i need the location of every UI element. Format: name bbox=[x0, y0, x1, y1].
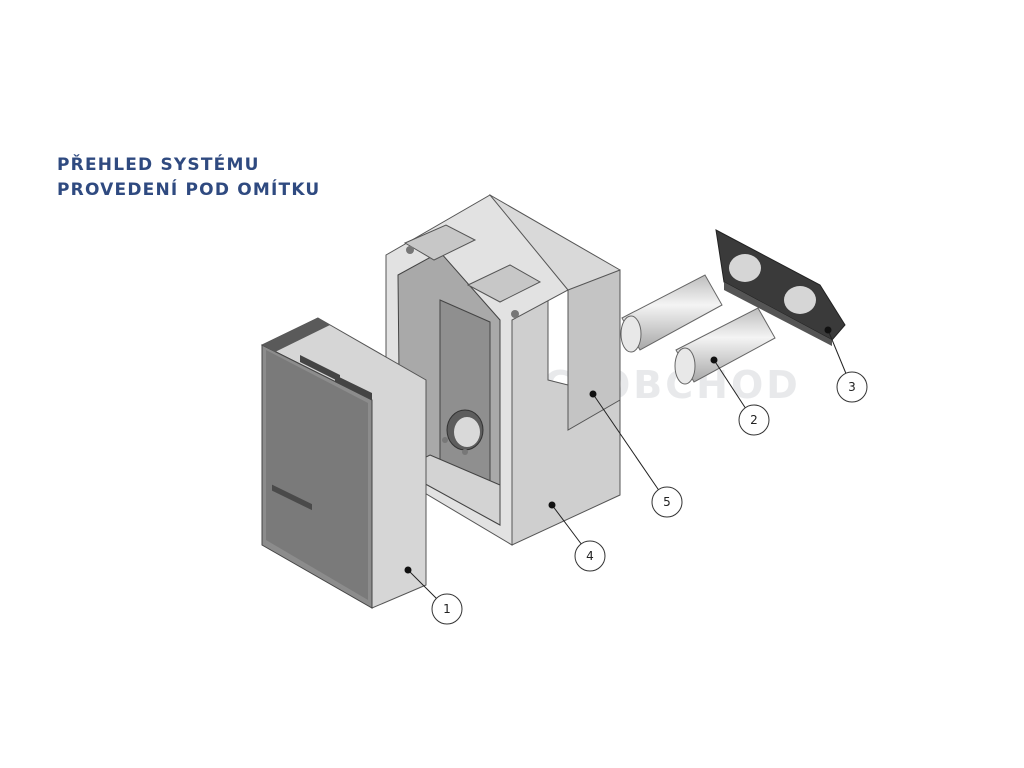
callout-3: 3 bbox=[824, 326, 868, 403]
callout-label-4: 4 bbox=[586, 549, 594, 563]
title-block: PŘEHLED SYSTÉMU PROVEDENÍ POD OMÍTKU bbox=[57, 153, 320, 203]
callouts: 1 2 3 4 5 bbox=[404, 326, 868, 625]
housing-box bbox=[385, 193, 621, 546]
title-line-1: PŘEHLED SYSTÉMU bbox=[57, 155, 260, 175]
callout-4: 4 bbox=[548, 501, 606, 572]
duct-tubes bbox=[620, 274, 776, 385]
title-line-2: PROVEDENÍ POD OMÍTKU bbox=[57, 180, 321, 200]
callout-label-2: 2 bbox=[750, 413, 758, 427]
wall-plate bbox=[715, 229, 846, 346]
callout-label-3: 3 bbox=[848, 380, 856, 394]
callout-label-5: 5 bbox=[663, 495, 671, 509]
callout-1: 1 bbox=[404, 566, 463, 625]
callout-2: 2 bbox=[710, 356, 770, 436]
front-cover bbox=[260, 317, 427, 609]
callout-5: 5 bbox=[589, 390, 683, 518]
callout-label-1: 1 bbox=[443, 602, 451, 616]
